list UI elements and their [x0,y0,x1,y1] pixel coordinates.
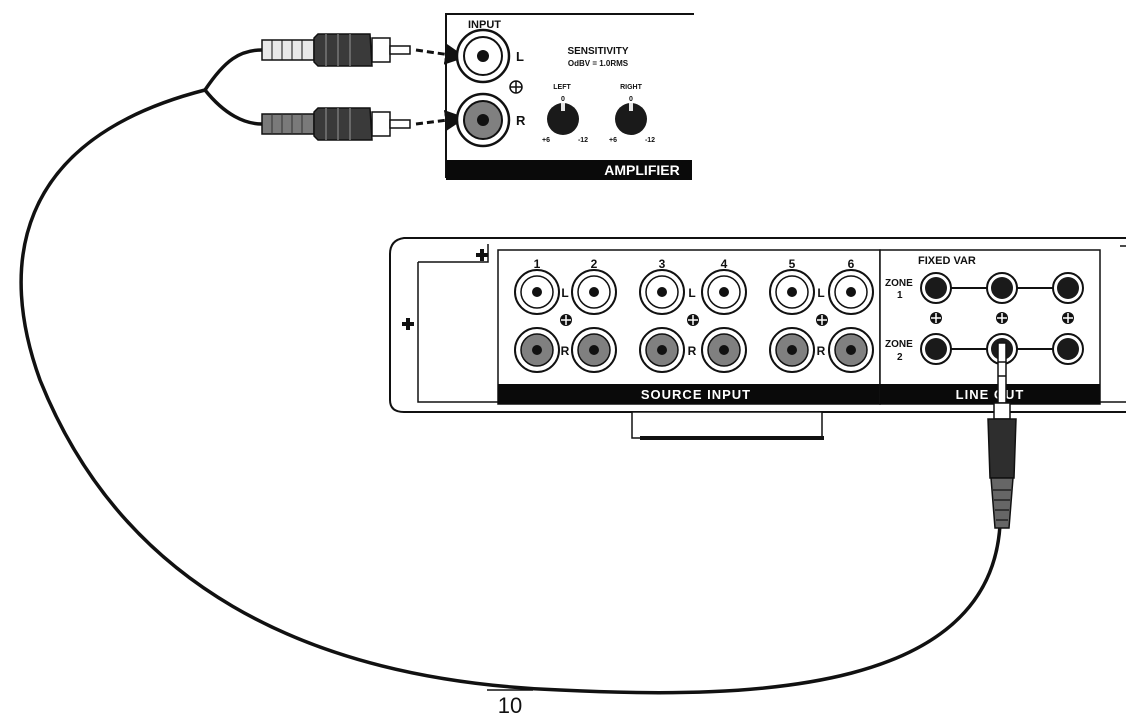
amplifier-panel: AMPLIFIER INPUT L R SENSITIVITY OdBV = 1… [445,13,694,180]
amp-right-label: R [516,113,526,128]
amplifier-label: AMPLIFIER [604,162,679,178]
line-out-label: LINE OUT [956,387,1025,402]
amp-input-right-jack [455,92,511,148]
arrow-to-input-left [415,43,467,65]
screw-icon [816,314,828,326]
source-jack-1-left [514,269,560,315]
source-jack-4-right [701,327,747,373]
sensitivity-reference: OdBV = 1.0RMS [568,59,629,68]
source-number-6: 6 [848,257,855,271]
knob-left[interactable] [547,103,579,135]
source-number-3: 3 [659,257,666,271]
zone-2-jack-3 [1052,333,1084,365]
unit-foot [631,411,824,440]
source-jack-2-right [571,327,617,373]
amp-left-label: L [516,49,524,64]
source-number-2: 2 [591,257,598,271]
source-jack-6-left [828,269,874,315]
ground-screw-icon [509,80,523,94]
zone-2-fixed-jack [920,333,952,365]
chassis-screw-icon [476,249,488,261]
source-jack-1-right [514,327,560,373]
rca-plug-left [261,33,411,67]
source-pair-3-r-label: R [817,344,826,358]
knob-left-top: 0 [561,96,565,103]
line-out-panel [879,249,1101,405]
knob-right-max: -12 [645,137,655,144]
arrow-to-input-right [415,109,467,131]
screw-icon [560,314,572,326]
page-number: 10 [498,693,522,718]
screw-icon [1062,312,1074,324]
zone-1-fixed-jack [920,272,952,304]
source-pair-2-r-label: R [688,344,697,358]
zone-1-var-jack [986,272,1018,304]
knob-left-max: -12 [578,137,588,144]
knob-right-min: +6 [609,137,617,144]
knob-right-label: RIGHT [620,84,643,91]
amp-input-left-jack [455,28,511,84]
source-jack-3-right [639,327,685,373]
source-input-label: SOURCE INPUT [641,387,751,402]
source-number-1: 1 [534,257,541,271]
zone-1-jack-3 [1052,272,1084,304]
source-jack-4-left [701,269,747,315]
mini-jack-plug [987,342,1017,529]
source-jack-3-left [639,269,685,315]
chassis-screw-icon [402,318,414,330]
knob-left-label: LEFT [553,84,571,91]
source-number-5: 5 [789,257,796,271]
knob-left-min: +6 [542,137,550,144]
y-cable [19,48,1002,695]
source-jack-5-right [769,327,815,373]
source-pair-3-l-label: L [817,286,824,300]
zone-1-label-line1: ZONE [885,278,913,289]
source-input-panel [497,249,881,405]
screw-icon [996,312,1008,324]
screw-icon [687,314,699,326]
unit-rear-panel: SOURCE INPUT 1 2 3 4 5 6 L R L R L R L [389,237,1126,440]
knob-right[interactable] [615,103,647,135]
zone-1-label-line2: 1 [897,290,903,301]
sensitivity-title: SENSITIVITY [567,46,628,57]
source-pair-2-l-label: L [688,286,695,300]
screw-icon [930,312,942,324]
source-number-4: 4 [721,257,728,271]
source-jack-5-left [769,269,815,315]
source-jack-6-right [828,327,874,373]
zone-2-label-line2: 2 [897,352,903,363]
source-jack-2-left [571,269,617,315]
knob-right-top: 0 [629,96,633,103]
rca-plug-right [261,107,411,141]
source-pair-1-r-label: R [561,344,570,358]
zone-2-label-line1: ZONE [885,339,913,350]
amp-input-label: INPUT [468,19,501,31]
fixed-var-label: FIXED VAR [918,255,976,267]
source-pair-1-l-label: L [561,286,568,300]
